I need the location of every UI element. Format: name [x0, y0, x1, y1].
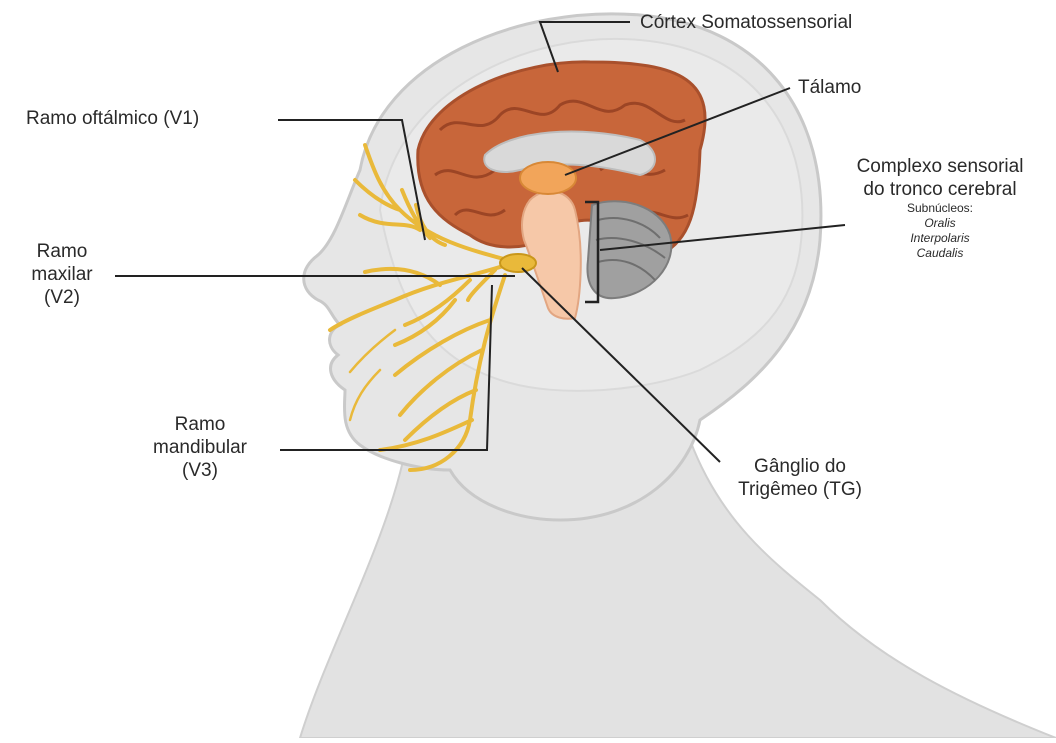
label-interpolaris: Interpolaris	[840, 231, 1040, 246]
trigeminal-ganglion	[500, 254, 536, 272]
label-tg: Gânglio do Trigêmeo (TG)	[720, 455, 880, 501]
label-tg-line1: Gânglio do	[720, 455, 880, 478]
label-tg-line2: Trigêmeo (TG)	[720, 478, 880, 501]
label-complexo-line1: Complexo sensorial	[840, 155, 1040, 178]
label-v2-line2: maxilar	[12, 263, 112, 286]
label-oralis: Oralis	[840, 216, 1040, 231]
label-v2-line1: Ramo	[12, 240, 112, 263]
label-cortex: Córtex Somatossensorial	[640, 11, 852, 34]
label-v3-line3: (V3)	[130, 459, 270, 482]
label-v2-line3: (V2)	[12, 286, 112, 309]
label-complexo: Complexo sensorial do tronco cerebral Su…	[840, 155, 1040, 261]
label-v1: Ramo oftálmico (V1)	[26, 107, 199, 130]
label-talamo: Tálamo	[798, 76, 861, 99]
label-v2: Ramo maxilar (V2)	[12, 240, 112, 309]
label-subnucleos: Subnúcleos:	[840, 201, 1040, 216]
label-complexo-line2: do tronco cerebral	[840, 178, 1040, 201]
label-v3-line2: mandibular	[130, 436, 270, 459]
label-v3: Ramo mandibular (V3)	[130, 413, 270, 482]
label-v3-line1: Ramo	[130, 413, 270, 436]
thalamus-shape	[520, 162, 576, 194]
label-caudalis: Caudalis	[840, 246, 1040, 261]
